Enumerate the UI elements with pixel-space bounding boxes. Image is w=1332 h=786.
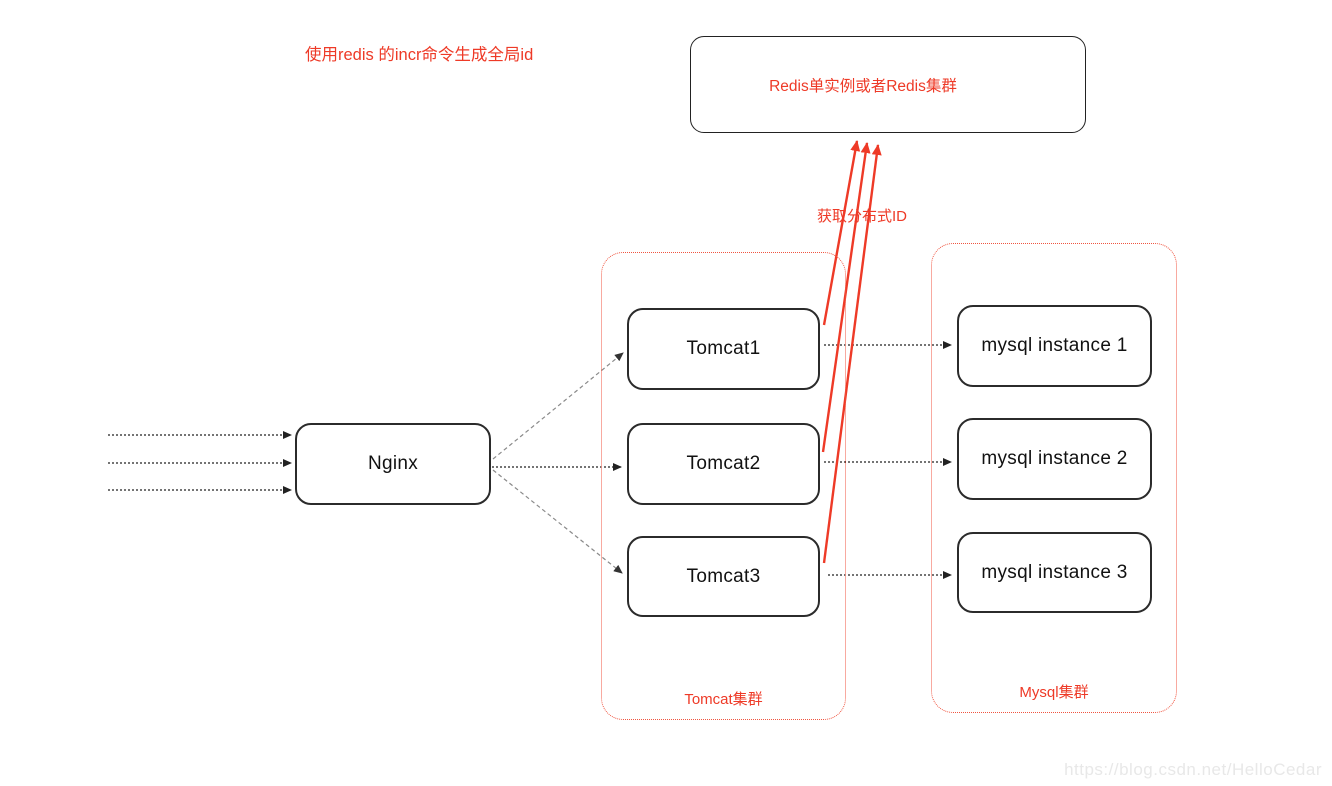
tomcat-cluster-label: Tomcat集群 — [684, 691, 763, 708]
mysql-cluster-container: Mysql集群 — [931, 243, 1177, 713]
redis-node-label: Redis单实例或者Redis集群 — [769, 77, 957, 95]
tomcat2-node: Tomcat2 — [627, 423, 820, 505]
tomcat3-node-label: Tomcat3 — [686, 565, 761, 587]
nginx-node-label: Nginx — [367, 453, 419, 474]
note-redis-incr: 使用redis 的incr命令生成全局id — [305, 46, 534, 64]
nginx-node: Nginx — [295, 423, 491, 505]
tomcat1-node: Tomcat1 — [627, 308, 820, 390]
mysql-cluster-label: Mysql集群 — [1019, 684, 1089, 701]
mysql-instance-1-label: mysql instance 1 — [981, 335, 1128, 356]
mysql-instance-1-node: mysql instance 1 — [957, 305, 1152, 387]
mysql-instance-3-node: mysql instance 3 — [957, 532, 1152, 613]
tomcat3-node: Tomcat3 — [627, 536, 820, 617]
tomcat1-node-label: Tomcat1 — [686, 338, 761, 359]
mysql-instance-2-node: mysql instance 2 — [957, 418, 1152, 500]
mysql-instance-3-label: mysql instance 3 — [981, 561, 1128, 583]
mysql-instance-2-label: mysql instance 2 — [981, 448, 1128, 469]
watermark-url: https://blog.csdn.net/HelloCedar — [1064, 760, 1322, 779]
redis-node: Redis单实例或者Redis集群 — [690, 36, 1086, 133]
fetch-distributed-id-label: 获取分布式ID — [817, 208, 908, 225]
tomcat-cluster-container: Tomcat集群 — [601, 252, 846, 720]
tomcat2-node-label: Tomcat2 — [686, 453, 761, 474]
